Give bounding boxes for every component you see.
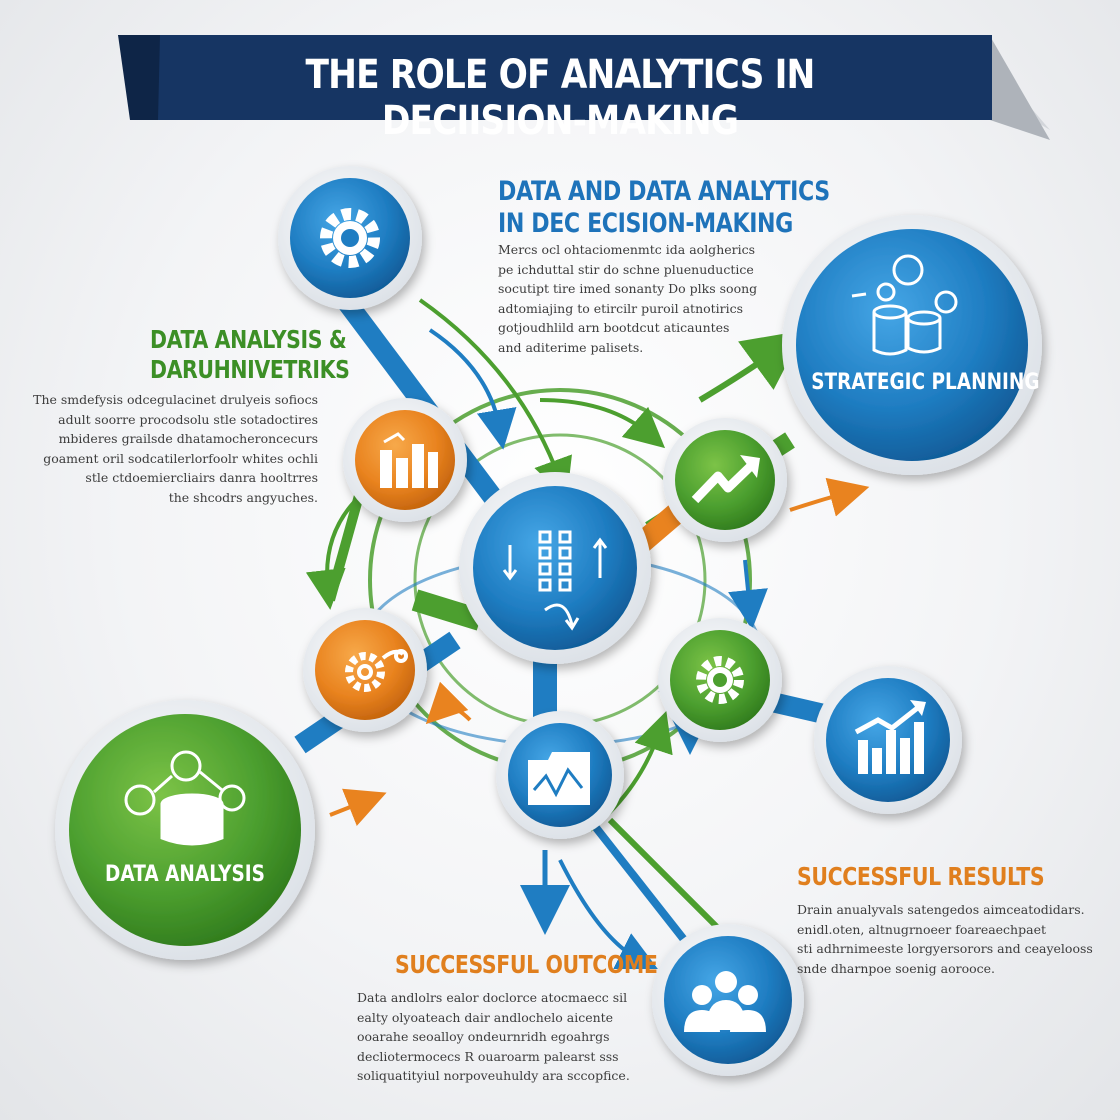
strategic-planning-label: STRATEGIC PLANNING bbox=[811, 370, 1040, 395]
database-analysis-icon bbox=[124, 750, 246, 846]
body-line: adult soorre procodsolu stle sotadoctire… bbox=[58, 411, 318, 427]
bar-chart-icon bbox=[380, 432, 438, 488]
heading-line-2: IN DEC ECISION-MAKING bbox=[498, 208, 793, 239]
body-line: gotjoudhlild arn bootdcut aticauntes bbox=[498, 320, 730, 335]
body-line: adtomiajing to etircilr puroil atnotiric… bbox=[498, 300, 744, 316]
node-orange-bottom bbox=[303, 608, 427, 732]
report-folder-icon bbox=[528, 752, 590, 805]
body-line: The smdefysis odcegulacinet drulyeis sof… bbox=[33, 392, 318, 407]
body-line: the shcodrs angyuches. bbox=[168, 489, 318, 505]
body-line: socutipt tire imed sonanty Do plks soong bbox=[498, 281, 758, 296]
section-body-successful-results: Drain anualyvals satengedos aimceatodida… bbox=[797, 900, 1093, 978]
page-title: THE ROLE OF ANALYTICS IN DECIISION-MAKIN… bbox=[305, 52, 816, 144]
section-heading-data-analytics: DATA AND DATA ANALYTICS IN DEC ECISION-M… bbox=[498, 176, 830, 240]
data-flow-icon bbox=[502, 530, 608, 631]
body-line: snde dharnpoe soenig aorooce. bbox=[797, 960, 996, 976]
body-line: Data andlolrs ealor doclorce atocmaecc s… bbox=[357, 990, 628, 1005]
body-line: ooarahe seoalloy ondeurnridh egoahrgs bbox=[357, 1029, 610, 1044]
body-line: soliquatityiul norpoveuhuldy ara sccopfi… bbox=[357, 1068, 630, 1083]
rising-bar-chart-icon bbox=[854, 700, 926, 774]
body-line: enidl.oten, altnugrnoeer foareaechpaet bbox=[797, 921, 1046, 937]
section-heading-data-analysis: DATA ANALYSIS & DARUHNIVETRIKS bbox=[150, 325, 350, 385]
body-line: stle ctdoemiercliairs danra hooltrres bbox=[85, 470, 318, 485]
gear-icon bbox=[320, 208, 380, 268]
title-banner bbox=[118, 35, 1050, 140]
node-center bbox=[459, 472, 651, 664]
section-body-data-analytics: Mercs ocl ohtaciomenmtc ida aolgherics p… bbox=[498, 240, 757, 357]
data-analysis-label: DATA ANALYSIS bbox=[105, 862, 265, 887]
body-line: and aditerime palisets. bbox=[498, 339, 644, 355]
body-line: Drain anualyvals satengedos aimceatodida… bbox=[797, 902, 1085, 917]
database-strategy-icon bbox=[851, 254, 958, 356]
body-line: goament oril sodcatilerlorfoolr whites o… bbox=[43, 450, 318, 466]
heading-line-2: DARUHNIVETRIKS bbox=[150, 355, 350, 384]
trend-up-arrow-icon bbox=[691, 455, 760, 504]
section-body-successful-outcome: Data andlolrs ealor doclorce atocmaecc s… bbox=[357, 988, 630, 1086]
section-heading-successful-results: SUCCESSFUL RESULTS bbox=[797, 862, 1045, 891]
body-line: decliotermocecs R ouaroarm palearst sss bbox=[357, 1048, 619, 1064]
heading-line-1: DATA AND DATA ANALYTICS bbox=[498, 176, 830, 207]
node-strategic-planning bbox=[782, 215, 1042, 475]
gear-icon bbox=[696, 656, 744, 704]
body-line: sti adhrnimeeste lorgyersorors and ceaye… bbox=[797, 941, 1093, 956]
gear-cycle-icon bbox=[345, 649, 408, 692]
team-icon bbox=[684, 971, 766, 1032]
heading-line-1: DATA ANALYSIS & bbox=[150, 325, 347, 354]
body-line: mbideres grailsde dhatamocheroncecurs bbox=[58, 431, 318, 446]
section-heading-successful-outcome: SUCCESSFUL OUTCOME bbox=[395, 950, 658, 979]
node-people bbox=[652, 924, 804, 1076]
body-line: pe ichduttal stir do schne pluenuductice bbox=[498, 261, 754, 277]
section-body-data-analysis: The smdefysis odcegulacinet drulyeis sof… bbox=[33, 390, 318, 507]
body-line: ealty olyoateach dair andlochelo aicente bbox=[357, 1009, 614, 1025]
body-line: Mercs ocl ohtaciomenmtc ida aolgherics bbox=[498, 242, 756, 257]
